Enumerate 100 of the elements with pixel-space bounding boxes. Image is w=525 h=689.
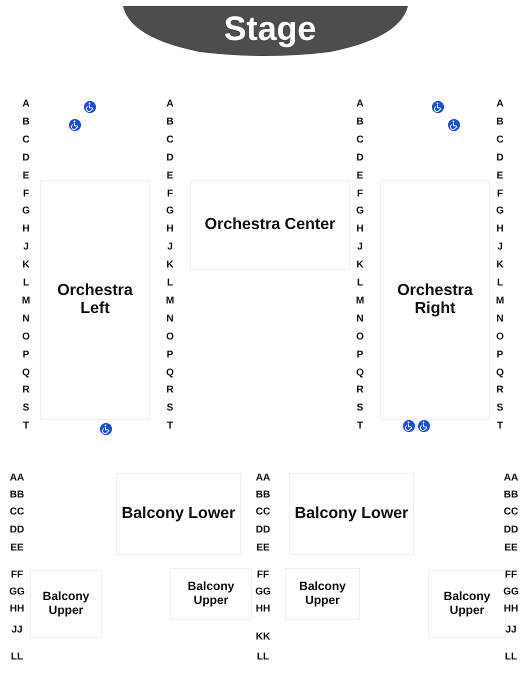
row-letter: F bbox=[22, 188, 30, 199]
row-letter: B bbox=[22, 116, 30, 128]
row-letter: D bbox=[22, 152, 30, 164]
row-letter: D bbox=[166, 152, 174, 164]
row-letter: C bbox=[356, 134, 364, 146]
row-letter: L bbox=[496, 278, 504, 288]
row-letter: BB bbox=[10, 490, 24, 500]
section-name: Balcony Lower bbox=[122, 504, 236, 524]
row-letter: FF bbox=[256, 570, 270, 580]
row-letter: N bbox=[496, 313, 504, 324]
row-letter: BB bbox=[504, 490, 518, 500]
row-letter: Q bbox=[166, 367, 174, 378]
row-letter: H bbox=[496, 224, 504, 235]
row-letter: P bbox=[496, 349, 504, 360]
row-letter: KK bbox=[256, 632, 270, 642]
row-letter: N bbox=[166, 313, 174, 324]
row-letter: LL bbox=[504, 652, 518, 662]
row-letter: Q bbox=[356, 367, 364, 378]
row-letter: HH bbox=[504, 604, 518, 614]
row-letter: J bbox=[23, 242, 29, 253]
row-letter: C bbox=[496, 134, 504, 146]
row-letter: Q bbox=[22, 367, 30, 378]
row-letter: J bbox=[497, 242, 503, 253]
row-letter: A bbox=[496, 98, 504, 110]
section-name: Orchestra Center bbox=[204, 216, 336, 234]
row-letter: BB bbox=[256, 490, 270, 500]
row-letter: A bbox=[166, 98, 174, 110]
section-name: Orchestra Left bbox=[56, 282, 134, 318]
row-letter: E bbox=[166, 170, 174, 182]
row-letter: N bbox=[22, 313, 30, 324]
row-letter: O bbox=[356, 331, 364, 342]
row-letter: DD bbox=[504, 524, 518, 536]
row-letter: R bbox=[22, 384, 30, 396]
section-name: Balcony Upper bbox=[186, 580, 236, 608]
row-letter: F bbox=[356, 188, 364, 199]
row-letter: B bbox=[356, 116, 364, 128]
row-letter: G bbox=[166, 206, 174, 217]
row-letter: E bbox=[496, 170, 504, 182]
section-name: Balcony Upper bbox=[298, 580, 347, 608]
row-letter: P bbox=[22, 349, 30, 360]
row-letter: M bbox=[22, 295, 30, 306]
row-letter: EE bbox=[504, 542, 518, 554]
row-letter: F bbox=[496, 188, 504, 199]
row-letter: J bbox=[167, 242, 173, 253]
row-letter: HH bbox=[10, 604, 24, 614]
section-name: Balcony Upper bbox=[42, 590, 90, 618]
row-letter: FF bbox=[10, 570, 24, 580]
row-letter: G bbox=[22, 206, 30, 217]
stage-label: Stage bbox=[222, 10, 318, 48]
row-letter: AA bbox=[504, 472, 518, 484]
row-letter: DD bbox=[256, 524, 270, 536]
row-letter: LL bbox=[10, 652, 24, 662]
row-letter: F bbox=[166, 188, 174, 199]
row-letter: K bbox=[166, 260, 174, 271]
row-letter: T bbox=[496, 420, 504, 432]
row-letter: E bbox=[356, 170, 364, 182]
row-letter: G bbox=[356, 206, 364, 217]
row-letter: GG bbox=[503, 586, 519, 598]
row-letter: Q bbox=[496, 367, 504, 378]
row-letter: B bbox=[166, 116, 174, 128]
row-letter: K bbox=[496, 260, 504, 271]
row-letter: EE bbox=[10, 542, 24, 554]
row-letter: L bbox=[166, 278, 174, 288]
row-letter: P bbox=[166, 349, 174, 360]
row-letter: HH bbox=[256, 604, 270, 614]
row-letter: A bbox=[356, 98, 364, 110]
row-letter: CC bbox=[256, 506, 270, 518]
row-letter: O bbox=[496, 331, 504, 342]
row-letter: AA bbox=[10, 472, 24, 484]
row-letter: K bbox=[22, 260, 30, 271]
row-letter: L bbox=[356, 278, 364, 288]
row-letter: M bbox=[166, 295, 174, 306]
row-letter: S bbox=[356, 402, 364, 414]
row-letter: B bbox=[496, 116, 504, 128]
row-letter: R bbox=[166, 384, 174, 396]
row-letter: D bbox=[356, 152, 364, 164]
row-letter: M bbox=[496, 295, 504, 306]
row-letter: JJ bbox=[505, 624, 517, 636]
row-letter: R bbox=[356, 384, 364, 396]
row-letter: H bbox=[22, 224, 30, 235]
row-letter: O bbox=[166, 331, 174, 342]
row-letter: DD bbox=[10, 524, 24, 536]
row-letter: T bbox=[356, 420, 364, 432]
row-letter: H bbox=[356, 224, 364, 235]
row-letter: EE bbox=[256, 542, 270, 554]
row-letter: H bbox=[166, 224, 174, 235]
section-name: Balcony Upper bbox=[442, 590, 492, 618]
row-letter: GG bbox=[9, 586, 25, 598]
row-letter: M bbox=[356, 295, 364, 306]
row-letter: O bbox=[22, 331, 30, 342]
row-letter: GG bbox=[255, 586, 271, 598]
row-letter: C bbox=[22, 134, 30, 146]
row-letter: C bbox=[166, 134, 174, 146]
row-letter: T bbox=[22, 420, 30, 432]
section-name: Orchestra Right bbox=[396, 282, 474, 318]
row-letter: L bbox=[22, 278, 30, 288]
row-letter: S bbox=[22, 402, 30, 414]
row-letter: K bbox=[356, 260, 364, 271]
row-letter: P bbox=[356, 349, 364, 360]
row-letter: FF bbox=[504, 570, 518, 580]
